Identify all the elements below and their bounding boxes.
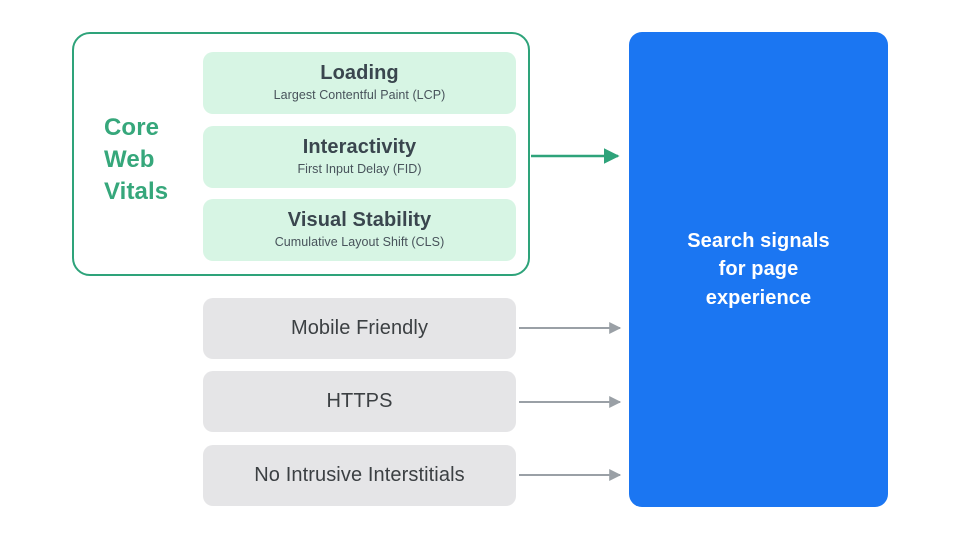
metric-subtitle: Largest Contentful Paint (LCP) bbox=[273, 88, 446, 103]
metric-card-interactivity[interactable]: Interactivity First Input Delay (FID) bbox=[203, 126, 516, 188]
metric-subtitle: Cumulative Layout Shift (CLS) bbox=[274, 235, 445, 250]
metric-title: Loading bbox=[320, 62, 399, 85]
search-signals-panel[interactable]: Search signals for page experience bbox=[629, 32, 888, 507]
core-web-vitals-label: Core Web Vitals bbox=[104, 114, 169, 205]
signal-title: No Intrusive Interstitials bbox=[254, 464, 465, 486]
metric-card-loading[interactable]: Loading Largest Contentful Paint (LCP) bbox=[203, 52, 516, 114]
signal-card-no-intrusive-interstitials[interactable]: No Intrusive Interstitials bbox=[203, 445, 516, 506]
metric-title: Visual Stability bbox=[287, 209, 432, 232]
signal-title: Mobile Friendly bbox=[290, 317, 429, 339]
signal-card-mobile-friendly[interactable]: Mobile Friendly bbox=[203, 298, 516, 359]
metric-card-visual-stability[interactable]: Visual Stability Cumulative Layout Shift… bbox=[203, 199, 516, 261]
metric-title: Interactivity bbox=[302, 136, 417, 159]
search-signals-panel-text: Search signals for page experience bbox=[687, 229, 830, 309]
metric-subtitle: First Input Delay (FID) bbox=[297, 162, 422, 177]
core-web-vitals-group bbox=[72, 32, 530, 276]
signal-card-https[interactable]: HTTPS bbox=[203, 371, 516, 432]
signal-title: HTTPS bbox=[326, 390, 393, 412]
